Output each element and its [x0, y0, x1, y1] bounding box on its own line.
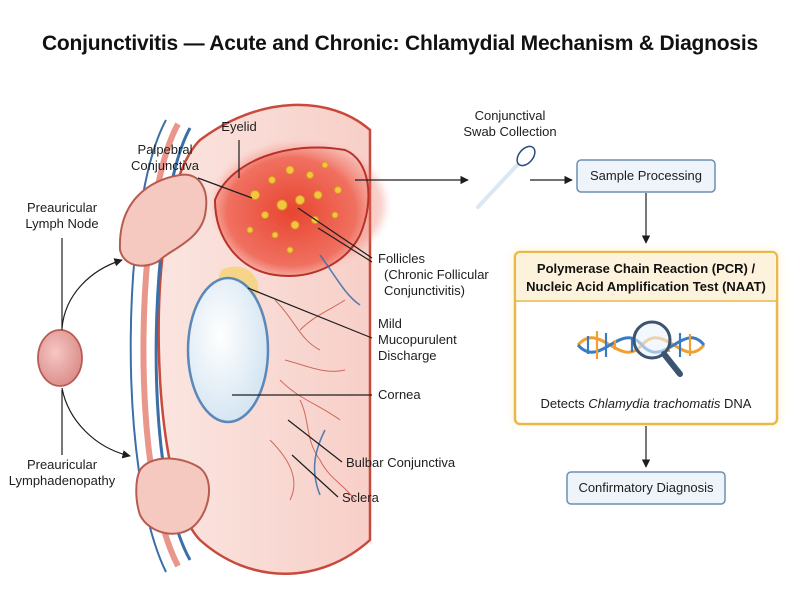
follicles: [246, 161, 342, 254]
label-sclera: Sclera: [342, 490, 380, 505]
label-swab-2: Swab Collection: [463, 124, 556, 139]
pcr-title-line1: Polymerase Chain Reaction (PCR) /: [537, 261, 756, 276]
label-lymphadenopathy-1: Preauricular: [27, 457, 98, 472]
label-follicles-2: (Chronic Follicular: [384, 267, 489, 282]
preauricular-lymph-node: [37, 329, 83, 387]
label-palpebral-1: Palpebral: [138, 142, 193, 157]
confirmatory-label: Confirmatory Diagnosis: [578, 480, 714, 495]
pcr-title-line2: Nucleic Acid Amplification Test (NAAT): [526, 279, 766, 294]
node-arrow-lower: [61, 387, 131, 459]
cotton-swab-icon: [474, 145, 536, 211]
blood-vessels: [269, 299, 356, 501]
label-bulbar: Bulbar Conjunctiva: [346, 455, 456, 470]
sample-processing-label: Sample Processing: [590, 168, 702, 183]
label-follicles-3: Conjunctivitis): [384, 283, 465, 298]
label-discharge-3: Discharge: [378, 348, 437, 363]
label-palpebral-2: Conjunctiva: [131, 158, 200, 173]
palpebral-conjunctiva-inflamed: [213, 146, 370, 277]
sample-processing-box: [576, 159, 716, 193]
node-arrow-upper: [61, 258, 123, 329]
confirmatory-box: [566, 471, 726, 505]
label-preauricular-node-1: Preauricular: [27, 200, 98, 215]
upper-eyelid: [118, 173, 208, 267]
leader-lines: [61, 140, 373, 498]
diagram-title: Conjunctivitis — Acute and Chronic: Chla…: [41, 32, 759, 55]
detects-suffix: DNA: [720, 396, 751, 411]
detects-prefix: Detects: [541, 396, 589, 411]
label-swab-1: Conjunctival: [475, 108, 546, 123]
lower-eyelid: [135, 457, 211, 535]
cornea-lens: [186, 276, 270, 424]
label-discharge-2: Mucopurulent: [378, 332, 457, 347]
eye-cross-section: [37, 103, 385, 575]
dna-magnifier-icon: [576, 320, 706, 377]
detects-text: Detects Chlamydia trachomatis DNA: [541, 396, 752, 411]
label-preauricular-node-2: Lymph Node: [25, 216, 98, 231]
anatomy-labels: Eyelid Palpebral Conjunctiva Preauricula…: [9, 108, 557, 505]
label-follicles-1: Follicles: [378, 251, 425, 266]
label-cornea: Cornea: [378, 387, 421, 402]
detects-organism: Chlamydia trachomatis: [588, 396, 721, 411]
label-lymphadenopathy-2: Lymphadenopathy: [9, 473, 116, 488]
diagnosis-flow: Sample Processing Polymerase Chain React…: [355, 145, 781, 505]
label-eyelid: Eyelid: [221, 119, 256, 134]
label-discharge-1: Mild: [378, 316, 402, 331]
